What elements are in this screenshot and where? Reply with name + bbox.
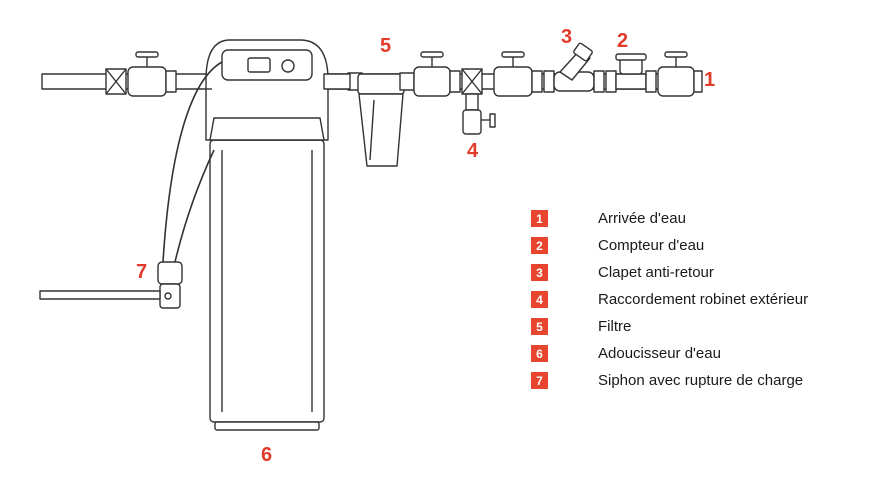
legend-badge: 7 [531, 372, 548, 389]
main-pipe-left [41, 73, 213, 90]
legend-label: Siphon avec rupture de charge [598, 372, 804, 389]
legend-item: 2 Compteur d'eau [531, 232, 808, 259]
legend-label: Raccordement robinet extérieur [598, 291, 809, 308]
callout-3: 3 [561, 26, 573, 48]
softener-connection [323, 73, 351, 90]
legend-label: Clapet anti-retour [598, 264, 714, 281]
legend-item: 7 Siphon avec rupture de charge [531, 367, 808, 394]
legend-item: 3 Clapet anti-retour [531, 259, 808, 286]
legend-label: Filtre [598, 318, 632, 335]
callout-6: 6 [261, 444, 273, 466]
legend-badge: 1 [531, 210, 548, 227]
valve-after-filter [413, 51, 461, 97]
callout-4: 4 [467, 140, 479, 162]
callout-2: 2 [617, 30, 629, 52]
legend-label: Compteur d'eau [598, 237, 705, 254]
legend-item: 6 Adoucisseur d'eau [531, 340, 808, 367]
legend-badge: 3 [531, 264, 548, 281]
legend-badge: 6 [531, 345, 548, 362]
callout-7: 7 [136, 261, 148, 283]
air-gap-siphon [39, 261, 183, 309]
legend-badge: 2 [531, 237, 548, 254]
legend-badge: 5 [531, 318, 548, 335]
legend: 1 Arrivée d'eau 2 Compteur d'eau 3 Clape… [531, 205, 808, 394]
drain-hoses [162, 61, 223, 263]
outdoor-tap-connection [461, 68, 496, 135]
callout-5: 5 [380, 35, 392, 57]
legend-item: 1 Arrivée d'eau [531, 205, 808, 232]
legend-item: 5 Filtre [531, 313, 808, 340]
check-valve [543, 42, 605, 93]
water-meter [605, 53, 657, 93]
filter-unit [347, 72, 415, 167]
legend-label: Adoucisseur d'eau [598, 345, 721, 362]
callout-1: 1 [704, 69, 716, 91]
legend-item: 4 Raccordement robinet extérieur [531, 286, 808, 313]
water-softener [205, 39, 329, 431]
valve-left [127, 51, 177, 97]
union-fitting-left [105, 68, 127, 95]
valve-middle [493, 51, 543, 97]
inlet-valve [657, 51, 703, 97]
legend-label: Arrivée d'eau [598, 210, 686, 227]
legend-badge: 4 [531, 291, 548, 308]
